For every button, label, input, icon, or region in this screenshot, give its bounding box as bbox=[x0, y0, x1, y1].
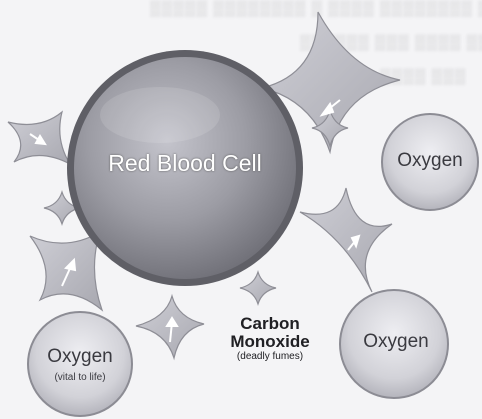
co-star-small-bottom bbox=[240, 272, 276, 304]
oxygen-label: Oxygen bbox=[30, 346, 130, 368]
carbon-monoxide-line1: Carbon bbox=[200, 315, 340, 333]
oxygen-label: Oxygen bbox=[340, 331, 452, 353]
oxygen-label: Oxygen bbox=[378, 150, 482, 172]
carbon-monoxide-label: Carbon Monoxide bbox=[200, 315, 340, 351]
carbon-monoxide-sublabel: (deadly fumes) bbox=[200, 351, 340, 362]
carbon-monoxide-line2: Monoxide bbox=[200, 333, 340, 351]
oxygen-sublabel: (vital to life) bbox=[30, 372, 130, 383]
co-star-lower-left bbox=[30, 232, 102, 310]
red-blood-cell-label: Red Blood Cell bbox=[80, 150, 290, 177]
co-star-right bbox=[300, 188, 392, 292]
